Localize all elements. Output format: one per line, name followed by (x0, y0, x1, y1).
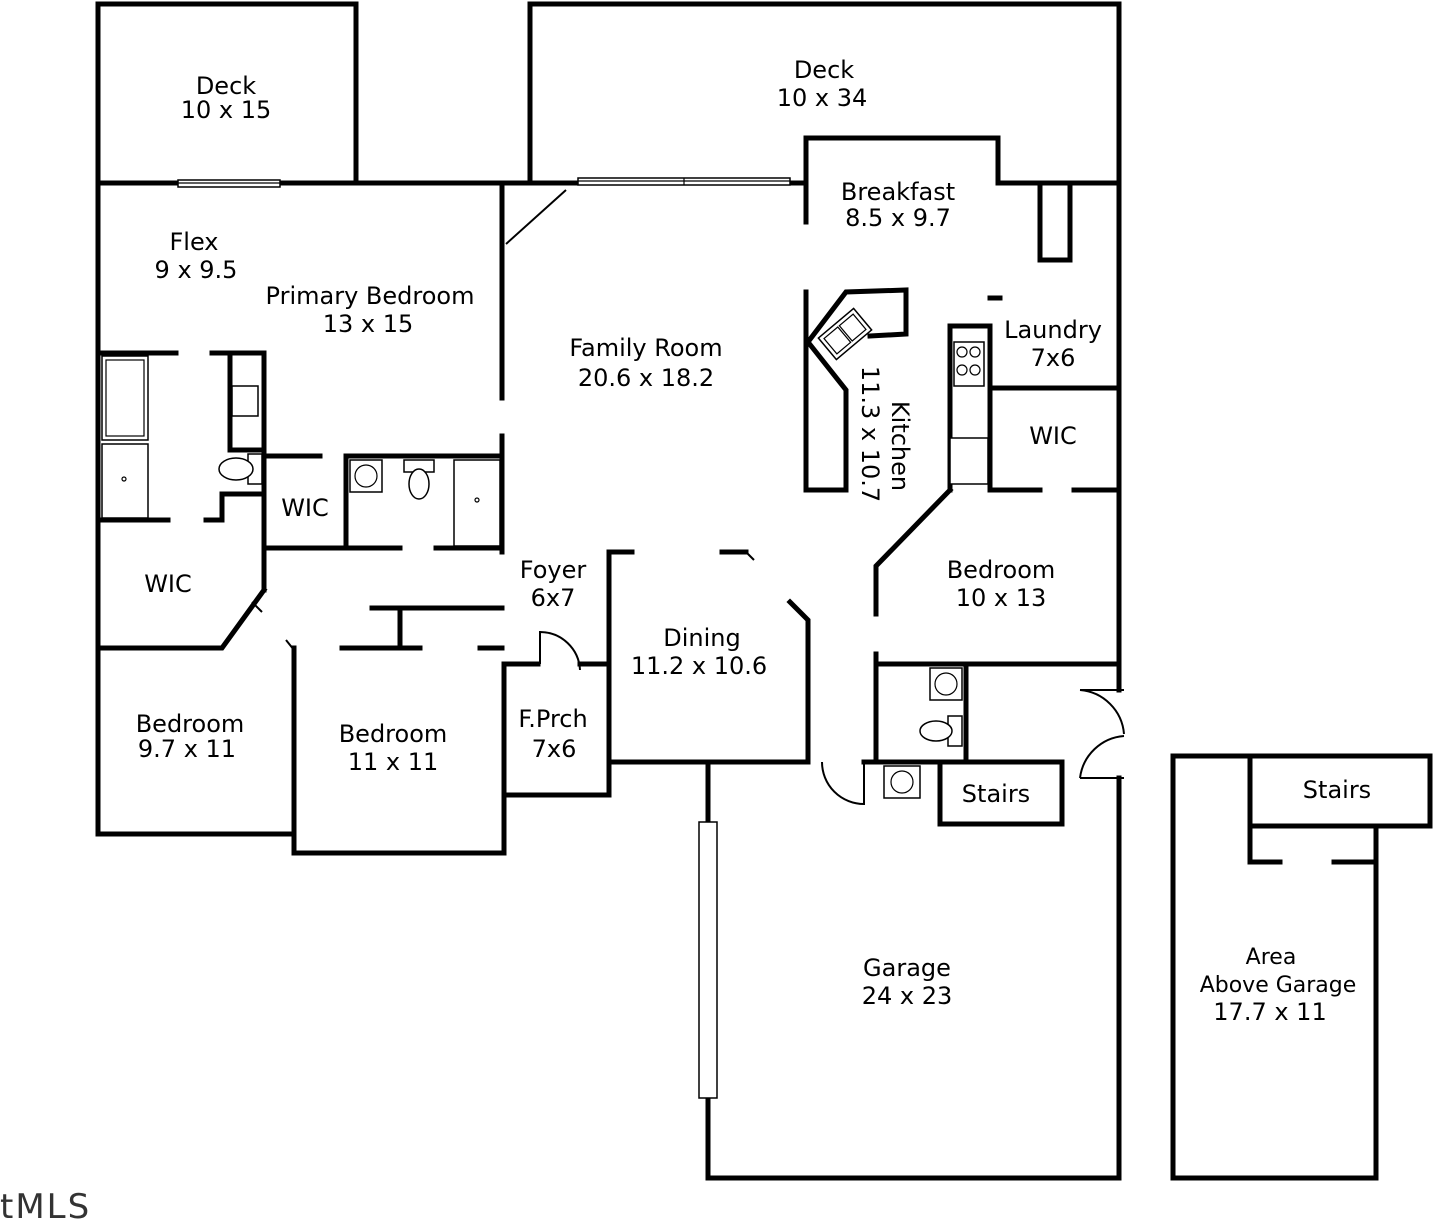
family-room-size: 20.6 x 18.2 (578, 364, 714, 392)
primary-bedroom-name: Primary Bedroom (266, 282, 475, 310)
cooktop-icon (953, 341, 985, 387)
area-above-line1: Area (1246, 945, 1297, 970)
bedroom-left-name: Bedroom (136, 710, 245, 738)
wic-left-name: WIC (144, 570, 192, 598)
bedroom-right-size: 10 x 13 (956, 584, 1047, 612)
kitchen-size: 11.3 x 10.7 (856, 366, 884, 502)
breakfast-name: Breakfast (841, 178, 955, 206)
laundry-size: 7x6 (1031, 344, 1076, 372)
sink-icon (231, 385, 259, 417)
bedroom-mid-size: 11 x 11 (348, 748, 439, 776)
refrigerator-icon (949, 437, 989, 485)
stairs-garage-name: Stairs (962, 780, 1030, 808)
area-above-line2: Above Garage (1200, 973, 1357, 998)
primary-bedroom-size: 13 x 15 (323, 310, 414, 338)
breakfast-size: 8.5 x 9.7 (845, 204, 951, 232)
flex-name: Flex (169, 228, 218, 256)
bedroom-mid-name: Bedroom (339, 720, 448, 748)
kitchen-sink-icon (817, 307, 873, 361)
deck-right-name: Deck (794, 56, 854, 84)
bathtub-icon (101, 355, 149, 441)
front-porch-size: 7x6 (532, 735, 577, 763)
garage-size: 24 x 23 (862, 982, 953, 1010)
watermark: tMLS (0, 1187, 91, 1219)
deck-left-name: Deck (196, 72, 256, 100)
family-room-name: Family Room (569, 334, 722, 362)
sink-icon-garage (883, 765, 921, 799)
flex-size: 9 x 9.5 (155, 256, 238, 284)
openings (177, 177, 1125, 1099)
dining-size: 11.2 x 10.6 (631, 652, 767, 680)
area-above-size: 17.7 x 11 (1213, 998, 1326, 1026)
kitchen-name: Kitchen (886, 401, 914, 491)
bedroom-left-size: 9.7 x 11 (138, 735, 236, 763)
room-labels: Deck 10 x 15 Deck 10 x 34 Breakfast 8.5 … (136, 56, 1371, 1026)
stairs-above-name: Stairs (1303, 776, 1371, 804)
foyer-size: 6x7 (531, 584, 576, 612)
dining-name: Dining (663, 624, 740, 652)
interior-walls (95, 180, 1433, 865)
shower-icon-hall (453, 459, 501, 547)
fixtures (101, 307, 989, 799)
deck-right-size: 10 x 34 (777, 84, 868, 112)
wic-right-name: WIC (1029, 422, 1077, 450)
laundry-name: Laundry (1004, 316, 1102, 344)
wic-center-name: WIC (281, 494, 329, 522)
garage-name: Garage (863, 954, 951, 982)
deck-left-size: 10 x 15 (181, 96, 272, 124)
front-porch-name: F.Prch (518, 705, 587, 733)
bedroom-right-name: Bedroom (947, 556, 1056, 584)
foyer-name: Foyer (520, 556, 587, 584)
